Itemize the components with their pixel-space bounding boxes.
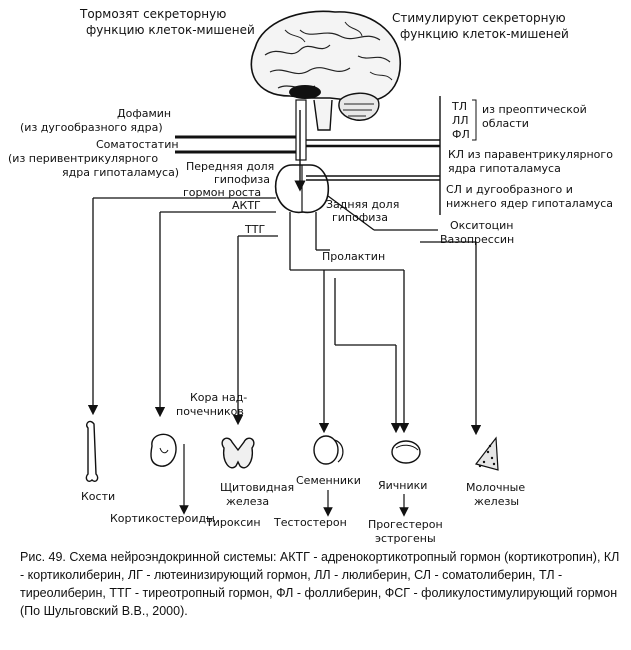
figure-caption: Рис. 49. Схема нейроэндокринной системы:…: [20, 550, 620, 618]
mammary-label-1: Молочные: [466, 481, 525, 494]
dopamine-source: (из дугообразного ядра): [20, 121, 163, 134]
testis-icon: [313, 435, 344, 517]
growth-hormone-label: гормон роста: [183, 186, 261, 199]
testosterone-label: Тестостерон: [273, 516, 347, 529]
testes-label: Семенники: [296, 474, 361, 487]
stimulator-connectors: [306, 96, 441, 215]
neuroendocrine-diagram: Тормозят секреторную функцию клеток-мише…: [8, 7, 613, 545]
dopamine-label: Дофамин: [117, 107, 171, 120]
bone-icon: [85, 420, 99, 483]
anterior-lobe-label-2: гипофиза: [214, 173, 270, 186]
adrenal-cortex-label-1: Кора над-: [190, 391, 247, 404]
thyroid-label-1: Щитовидная: [220, 481, 294, 494]
header-inhibit-line2: функцию клеток-мишеней: [86, 23, 255, 37]
sl-label-1: СЛ и дугообразного и: [446, 183, 573, 196]
stimulator-bracket: [472, 99, 477, 141]
oxytocin-label: Окситоцин: [450, 219, 513, 232]
posterior-lobe-label-1: Задняя доля: [326, 198, 399, 211]
adrenal-icon: [150, 433, 189, 515]
fl-label: ФЛ: [452, 128, 470, 141]
kl-label-1: КЛ из паравентрикулярного: [448, 148, 613, 161]
sl-label-2: нижнего ядер гипоталамуса: [446, 197, 613, 210]
prolactin-label: Пролактин: [322, 250, 385, 263]
mammary-label-2: железы: [474, 495, 519, 508]
mammary-icon: [474, 436, 499, 471]
pituitary-gland: [274, 99, 330, 214]
ovaries-label: Яичники: [378, 479, 427, 492]
vasopressin-label: Вазопрессин: [440, 233, 514, 246]
ll-label: ЛЛ: [452, 114, 469, 127]
kl-label-2: ядра гипоталамуса: [448, 162, 561, 175]
brain-illustration: [250, 10, 401, 131]
posterior-lobe-label-2: гипофиза: [332, 211, 388, 224]
thyroxine-label: Тироксин: [205, 516, 261, 529]
bones-label: Кости: [81, 490, 115, 503]
somatostatin-source-2: ядра гипоталамуса): [62, 166, 179, 179]
corticosteroids-label: Кортикостероиды: [110, 512, 215, 525]
hormone-pathways: [87, 195, 482, 436]
tl-label: ТЛ: [451, 100, 467, 113]
header-stimulate-line2: функцию клеток-мишеней: [400, 27, 569, 41]
estrogens-label: эстрогены: [375, 532, 436, 545]
preoptic-label-1: из преоптической: [482, 103, 587, 116]
thyroid-label-2: железа: [226, 495, 269, 508]
header-inhibit-line1: Тормозят секреторную: [79, 7, 226, 21]
progesterone-label: Прогестерон: [368, 518, 443, 531]
somatostatin-label: Соматостатин: [96, 138, 179, 151]
tsh-label: ТТГ: [244, 223, 265, 236]
acth-label: АКТГ: [232, 199, 261, 212]
inhibitor-connectors: [175, 135, 296, 154]
adrenal-cortex-label-2: почечников: [176, 405, 244, 418]
header-stimulate-line1: Стимулируют секреторную: [392, 11, 566, 25]
somatostatin-source-1: (из перивентрикулярного: [8, 152, 158, 165]
thyroid-icon: [221, 437, 255, 469]
anterior-lobe-label-1: Передняя доля: [186, 160, 274, 173]
ovary-icon: [391, 440, 421, 517]
preoptic-label-2: области: [482, 117, 529, 130]
